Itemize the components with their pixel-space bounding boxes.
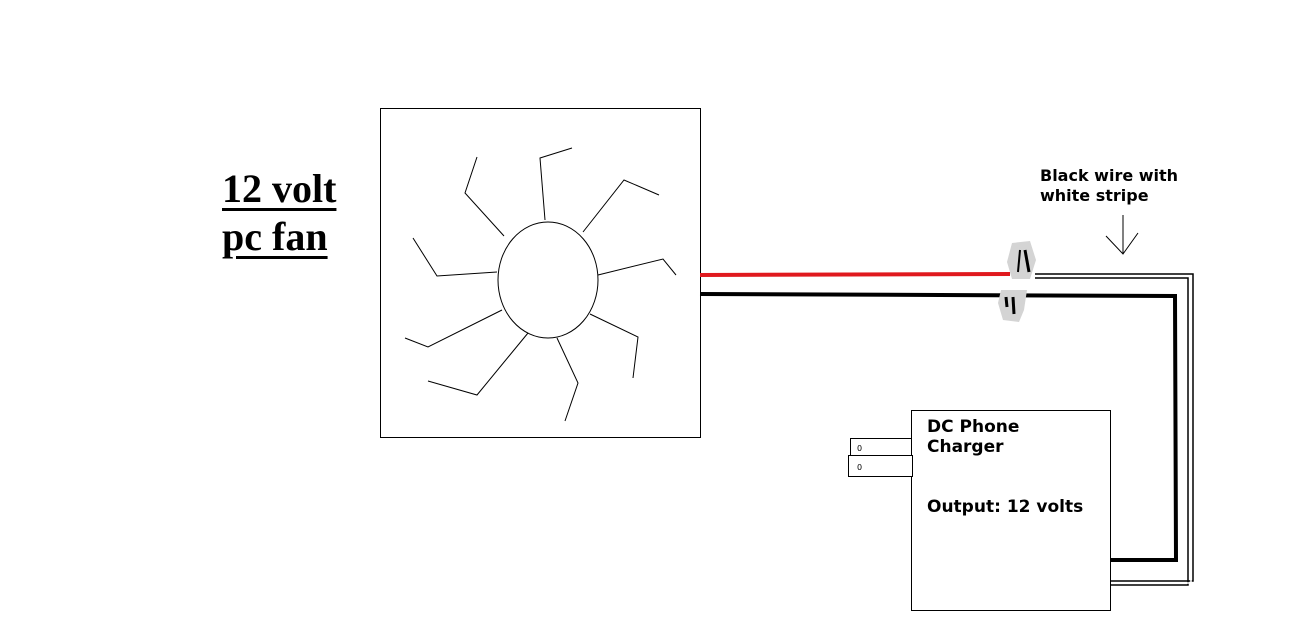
charger-title-line2: Charger — [927, 437, 1004, 457]
svg-text:0: 0 — [857, 463, 862, 472]
wire-note-line1: Black wire with — [1040, 166, 1179, 185]
fan-title-line2: pc fan — [222, 214, 328, 259]
svg-text:0: 0 — [857, 444, 862, 453]
wire-connector-bottom — [998, 290, 1027, 322]
charger-box — [911, 410, 1111, 611]
charger-output: Output: 12 volts — [927, 497, 1083, 517]
charger-title: DC Phone Charger — [927, 417, 1019, 457]
wire-note-line2: white stripe — [1040, 186, 1149, 205]
charger-output-value: 12 volts — [1006, 497, 1084, 517]
wire-note: Black wire with white stripe — [1040, 166, 1178, 206]
red-wire — [699, 272, 1011, 277]
striped-wire — [1035, 273, 1194, 586]
fan-blades — [404, 147, 677, 422]
charger-title-line1: DC Phone — [927, 417, 1020, 437]
wire-connector-top — [1007, 241, 1036, 279]
arrow-down-icon — [1105, 215, 1139, 255]
charger-plug-prongs: 0 0 — [848, 438, 913, 477]
charger-output-label: Output: — [927, 497, 1001, 517]
fan-hub — [497, 221, 599, 339]
black-wire — [699, 292, 1179, 562]
fan-title-line1: 12 volt — [222, 166, 337, 211]
